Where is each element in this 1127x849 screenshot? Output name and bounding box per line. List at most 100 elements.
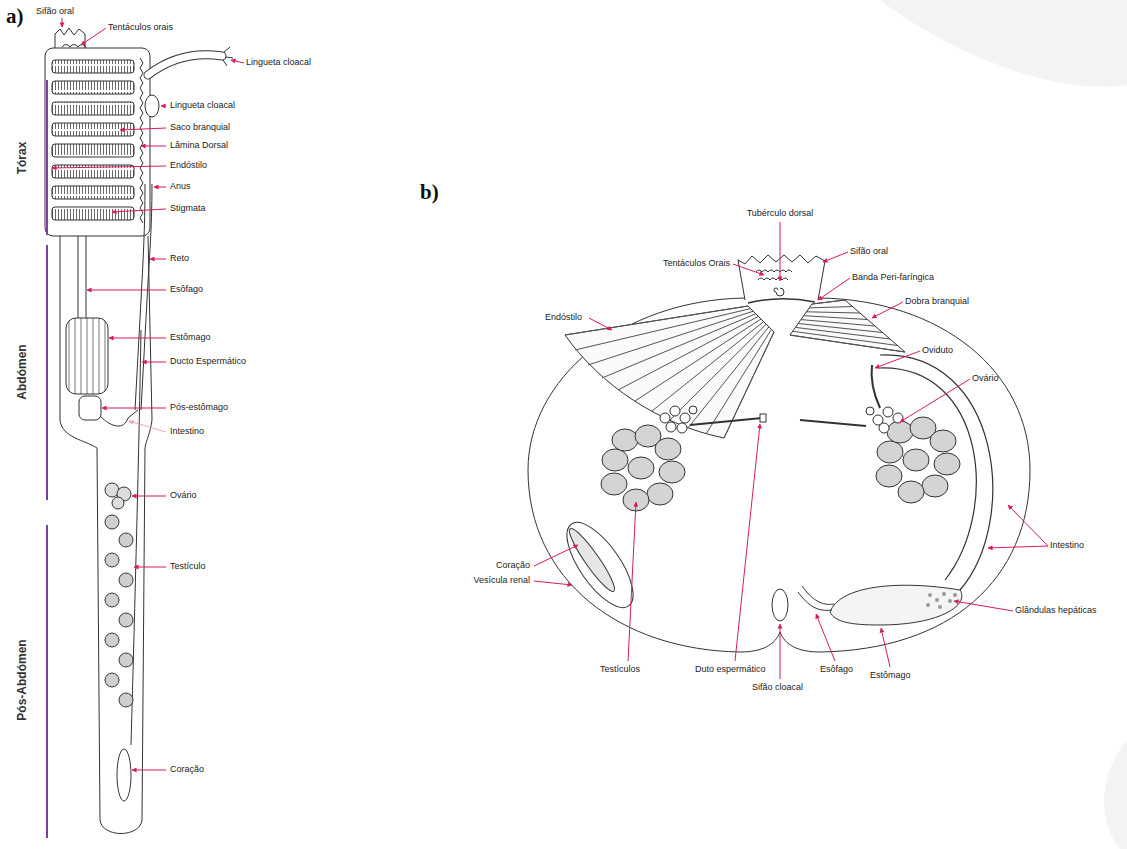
part-label: Reto [170, 253, 189, 264]
part-label: Testículos [600, 664, 640, 675]
testis [119, 533, 133, 547]
testis [877, 441, 903, 463]
oral-siphon [55, 28, 85, 50]
post-abdomen-outline [97, 448, 145, 834]
testis [903, 449, 929, 471]
region-label: Abdómen [15, 344, 29, 399]
region-bar [46, 245, 48, 500]
dorsal-tubercle [774, 288, 784, 296]
cloacal-opening [145, 95, 159, 117]
part-label: Sifão cloacal [752, 682, 803, 693]
region-bar [46, 80, 48, 235]
intestine [880, 368, 976, 580]
part-label: Endóstilo [545, 312, 582, 323]
oocyte [689, 406, 697, 414]
leader-line [231, 60, 244, 63]
testis [930, 430, 956, 452]
leader-lines [52, 18, 244, 770]
ascidian-drawing [528, 255, 1030, 652]
part-label: Esôfago [820, 664, 853, 675]
oocyte [660, 413, 670, 423]
leader-line [109, 338, 166, 339]
ovary-left [660, 406, 697, 433]
ovary-right [866, 407, 903, 433]
leader-line [161, 106, 166, 107]
leader-line [81, 28, 106, 45]
post-stomach [79, 396, 101, 420]
branchial-fold-lines [790, 300, 905, 352]
gland-dot [948, 599, 952, 603]
leader-line [120, 128, 166, 130]
leader-line [872, 302, 903, 318]
leader-line [954, 601, 1013, 611]
region-label: Pós-Abdómen [15, 639, 29, 720]
oocyte [670, 406, 680, 416]
part-label: Anus [170, 181, 191, 192]
renal-vesicle [555, 513, 645, 618]
part-label: Glândulas hepáticas [1015, 605, 1097, 616]
leader-line [818, 278, 850, 300]
gland-dot [942, 592, 946, 596]
branchial-fold [565, 306, 774, 438]
testes-right [876, 417, 960, 503]
stigmata-row [52, 60, 134, 73]
part-label: Stigmata [170, 203, 206, 214]
panel-letter: a) [6, 4, 24, 28]
testis [105, 673, 119, 687]
oocyte [666, 422, 676, 432]
testis [647, 483, 673, 505]
testis [612, 429, 638, 451]
part-label: Dobra branquial [905, 296, 969, 307]
cloacal-siphon [772, 589, 788, 621]
dorsal-lamina [140, 58, 143, 223]
sperm-duct [690, 418, 762, 425]
region-label: Tórax [15, 142, 29, 175]
leader-line [141, 146, 166, 147]
leader-line [52, 166, 166, 168]
heart [564, 525, 619, 595]
testis [887, 421, 913, 443]
part-label: Ovário [170, 490, 197, 501]
branchial-fold-lines [565, 306, 774, 438]
part-label: Banda Peri-faríngica [852, 272, 934, 283]
region-bar [46, 525, 48, 838]
sperm-duct-end [760, 414, 766, 422]
part-label: Coração [496, 560, 530, 571]
cloacal-tongue [148, 55, 222, 75]
leader-lines [534, 222, 1048, 679]
leader-line [900, 379, 970, 422]
part-label: Sifão oral [850, 246, 888, 257]
testis [119, 613, 133, 627]
page-decoration [880, 0, 1127, 87]
part-label: Endóstilo [170, 160, 207, 171]
leader-line [129, 421, 166, 432]
leader-line [154, 187, 166, 188]
part-label: Saco branquial [170, 122, 230, 133]
testes-left [601, 425, 685, 511]
stomach [66, 318, 108, 394]
testis [934, 453, 960, 475]
part-label: Vesícula renal [473, 575, 530, 586]
gland-dot [928, 593, 932, 597]
testis [655, 438, 681, 460]
stomach [830, 585, 962, 625]
leader-line [132, 496, 166, 497]
leader-line [142, 362, 166, 363]
oocyte [677, 423, 687, 433]
gland-dot [938, 605, 942, 609]
testis [628, 457, 654, 479]
leader-line [816, 614, 835, 661]
part-label: Testículo [170, 561, 206, 572]
part-label: Ovário [972, 373, 999, 384]
esophagus [798, 586, 834, 610]
testis [898, 481, 924, 503]
gland-dot [926, 603, 930, 607]
zooid-drawing [45, 28, 233, 834]
cloacal-tongue [148, 55, 222, 75]
stigmata-row [52, 102, 134, 115]
oviduct [871, 365, 880, 408]
part-label: Estômago [170, 332, 211, 343]
gland-dot [935, 598, 939, 602]
leader-line [150, 259, 166, 260]
